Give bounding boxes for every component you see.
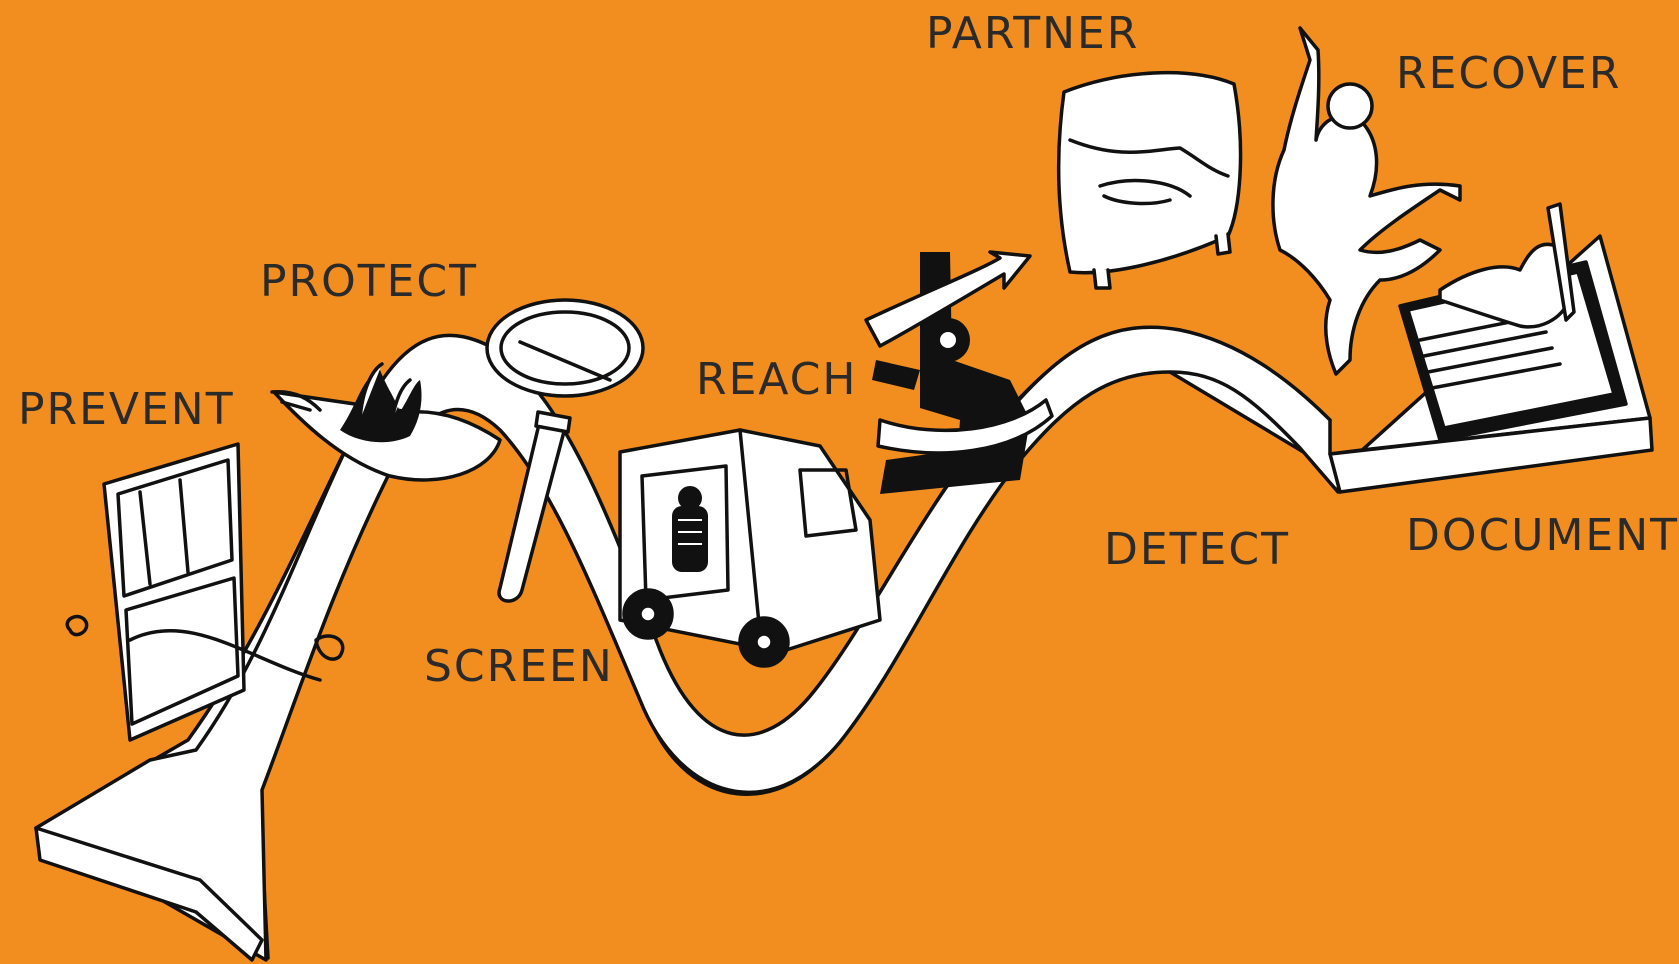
- handshake-icon: [1056, 70, 1243, 290]
- label-reach: REACH: [696, 354, 858, 405]
- label-protect: PROTECT: [260, 256, 479, 307]
- window-icon: [65, 442, 345, 742]
- label-screen: SCREEN: [424, 641, 614, 692]
- microscope-icon: [864, 250, 1054, 494]
- label-document: DOCUMENT: [1406, 510, 1679, 561]
- hand-flame-icon: [270, 362, 502, 482]
- arrowhead: [1328, 416, 1654, 494]
- label-prevent: PREVENT: [18, 384, 235, 435]
- label-recover: RECOVER: [1396, 48, 1622, 99]
- label-partner: PARTNER: [926, 8, 1140, 59]
- clipboard-icon: [1398, 202, 1628, 442]
- magnifying-glass-icon: [485, 298, 645, 603]
- mobile-xray-van-icon: [618, 428, 882, 668]
- winding-arrow-path: [34, 234, 1654, 962]
- leaping-figure-icon: [1271, 26, 1462, 376]
- label-detect: DETECT: [1104, 524, 1290, 575]
- arrow-tail: [34, 826, 264, 962]
